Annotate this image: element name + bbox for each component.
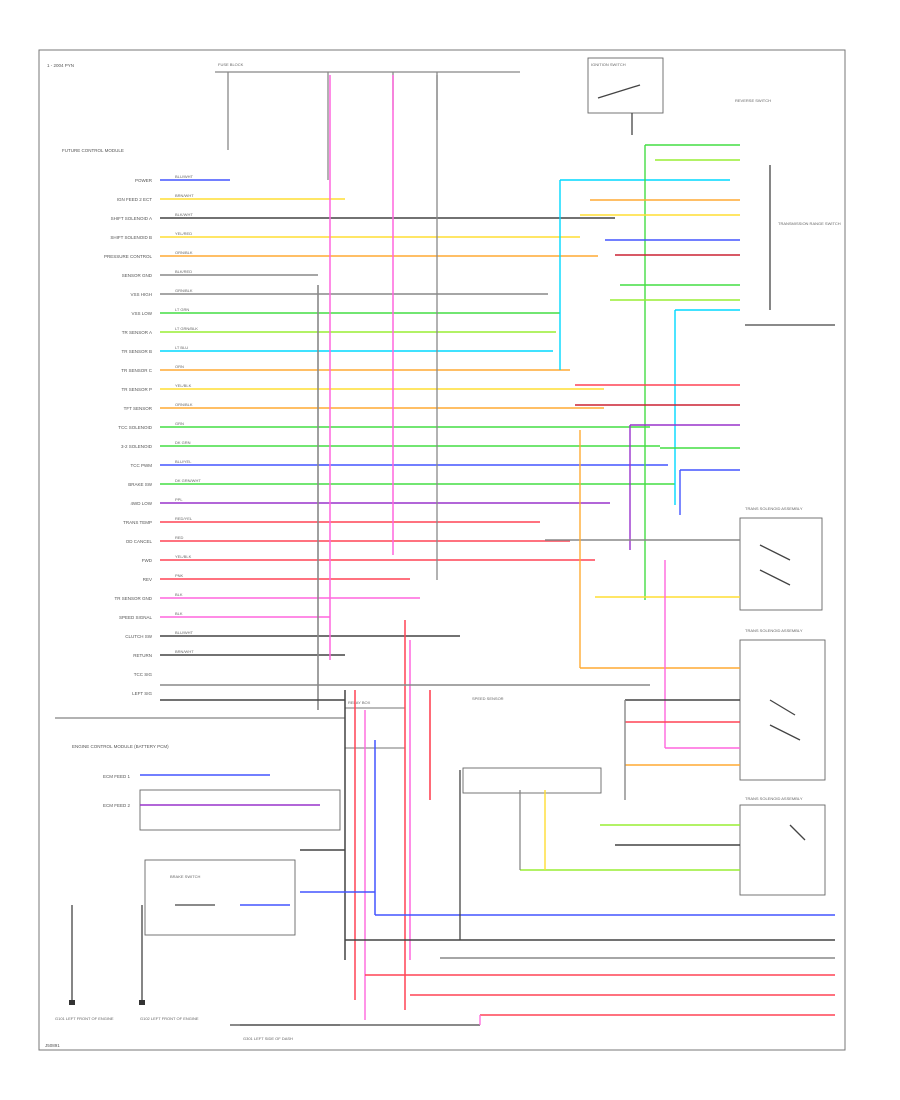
trans-solenoid-top: TRANS SOLENOID ASSEMBLY: [739, 506, 823, 611]
diagram-frame: [38, 49, 846, 1051]
svg-text:BRAKE SWITCH: BRAKE SWITCH: [170, 874, 201, 879]
wire-color-label: LT BLU: [175, 345, 188, 350]
pcm-pin-label: TCC SIG: [134, 672, 153, 677]
pcm-pin-label: 4WD LOW: [130, 501, 152, 506]
ground-right: G102 LEFT FRONT OF ENGINE: [139, 905, 199, 1021]
ecm-connector: [139, 789, 341, 831]
wire-color-label: PPL: [175, 497, 183, 502]
svg-text:IGNITION SWITCH: IGNITION SWITCH: [591, 62, 626, 67]
pcm-pin-label: FWD: [142, 558, 153, 563]
reverse-switch-label: REVERSE SWITCH: [735, 98, 771, 103]
pcm-pin-label: TR SENSOR A: [122, 330, 152, 335]
svg-text:TRANSMISSION RANGE SWITCH: TRANSMISSION RANGE SWITCH: [778, 221, 841, 226]
corner-label: 1 - 2004 PYN: [47, 63, 74, 68]
trans-range-switch: TRANSMISSION RANGE SWITCH: [745, 165, 841, 326]
ground-bottom: G301 LEFT SIDE OF DASH: [240, 1024, 340, 1041]
speed-sensor-box: SPEED SENSOR: [462, 696, 602, 794]
svg-text:RELAY BOX: RELAY BOX: [348, 700, 371, 705]
svg-text:TRANS SOLENOID ASSEMBLY: TRANS SOLENOID ASSEMBLY: [745, 506, 803, 511]
wire-color-label: LT GRN: [175, 307, 189, 312]
pcm-pin-label: SENSOR GND: [122, 273, 153, 278]
svg-text:G301 LEFT SIDE OF DASH: G301 LEFT SIDE OF DASH: [243, 1036, 293, 1041]
trans-solenoid-mid: TRANS SOLENOID ASSEMBLY: [739, 628, 826, 781]
pcm-pin-label: SHIFT SOLENOID B: [110, 235, 152, 240]
wire-color-label: BLK: [175, 592, 183, 597]
ecm-pin-label: ECM FEED 2: [103, 803, 131, 808]
pcm-pin-label: REV: [143, 577, 152, 582]
pcm-pin-label: CLUTCH SW: [125, 634, 153, 639]
pcm-pin-labels: POWER IGN FEED 2 ECT SHIFT SOLENOID A SHIFT…: [104, 178, 153, 696]
wire-color-label: RED: [175, 535, 184, 540]
footer-code: J50891: [45, 1043, 60, 1048]
wire-color-label: BLK/RED: [175, 269, 192, 274]
pcm-pin-label: TFT SENSOR: [124, 406, 153, 411]
pcm-label: FUTURE CONTROL MODULE: [62, 148, 124, 153]
wire-color-label: BLU/WHT: [175, 174, 194, 179]
pcm-pin-label: TR SENSOR B: [121, 349, 152, 354]
trans-solenoid-bot: TRANS SOLENOID ASSEMBLY: [739, 796, 826, 896]
wire-color-label: GRN/BLK: [175, 288, 193, 293]
pcm-pin-label: SPEED SIGNAL: [119, 615, 153, 620]
pcm-pin-label: TR SENSOR GND: [114, 596, 152, 601]
pcm-pin-label: PRESSURE CONTROL: [104, 254, 153, 259]
wire-color-label: BRN/WHT: [175, 193, 194, 198]
pcm-pin-label: TCC PWM: [131, 463, 153, 468]
wire-color-label: YEL/BLK: [175, 383, 192, 388]
wire-color-label: BLU/YEL: [175, 459, 192, 464]
svg-text:G102 LEFT FRONT OF ENGINE: G102 LEFT FRONT OF ENGINE: [140, 1016, 199, 1021]
pcm-pin-label: TCC SOLENOID: [118, 425, 153, 430]
fuse-box-label: FUSE BLOCK: [218, 62, 244, 67]
pcm-pin-label: RETURN: [133, 653, 152, 658]
pcm-pin-label: TR SENSOR P: [121, 387, 152, 392]
pcm-pin-label: 3-2 SOLENOID: [121, 444, 153, 449]
pcm-pin-label: VSS LOW: [131, 311, 152, 316]
wire-color-label: BLK: [175, 611, 183, 616]
wire-color-label: GRN: [175, 421, 184, 426]
wire-color-label: RED/YEL: [175, 516, 193, 521]
svg-text:G101 LEFT FRONT OF ENGINE: G101 LEFT FRONT OF ENGINE: [55, 1016, 114, 1021]
wire-color-label: ORN: [175, 364, 184, 369]
wire-color-label: PNK: [175, 573, 184, 578]
ignition-switch: IGNITION SWITCH: [587, 57, 664, 135]
wire-color-label: BLK/WHT: [175, 212, 193, 217]
svg-text:TRANS SOLENOID ASSEMBLY: TRANS SOLENOID ASSEMBLY: [745, 628, 803, 633]
pcm-pin-label: OD CANCEL: [126, 539, 153, 544]
pcm-pin-label: TR SENSOR C: [121, 368, 153, 373]
pcm-pin-label: BRAKE SW: [128, 482, 153, 487]
wire-color-label: YEL/RED: [175, 231, 192, 236]
svg-text:SPEED SENSOR: SPEED SENSOR: [472, 696, 504, 701]
ecm-pin-label: ECM FEED 1: [103, 774, 131, 779]
ecm-label: ENGINE CONTROL MODULE (BATTERY PCM): [72, 744, 169, 749]
svg-text:TRANS SOLENOID ASSEMBLY: TRANS SOLENOID ASSEMBLY: [745, 796, 803, 801]
ground-left: G101 LEFT FRONT OF ENGINE: [55, 905, 114, 1021]
wire-color-label: ORN/BLK: [175, 402, 193, 407]
wire-color-label: YEL/BLK: [175, 554, 192, 559]
brake-switch: BRAKE SWITCH: [144, 859, 296, 936]
wire-harness: BLU/WHT BRN/WHT BLK/WHT YEL/RED ORN/BLK BLK/R…: [140, 75, 835, 1026]
wire-color-label: LT GRN/BLK: [175, 326, 198, 331]
pcm-pin-label: POWER: [135, 178, 153, 183]
ecm-pin-labels: ECM FEED 1 ECM FEED 2: [103, 774, 131, 808]
wire-color-label: ORN/BLK: [175, 250, 193, 255]
wire-color-label: DK GRN: [175, 440, 191, 445]
wire-color-label: DK GRN/WHT: [175, 478, 201, 483]
pcm-pin-label: IGN FEED 2 ECT: [117, 197, 153, 202]
pcm-pin-label: LEFT SIG: [132, 691, 152, 696]
pcm-pin-label: TRANS TEMP: [123, 520, 152, 525]
fuse-junction-top: FUSE BLOCK: [215, 62, 520, 180]
pcm-pin-label: SHIFT SOLENOID A: [111, 216, 152, 221]
wire-color-label: BRN/WHT: [175, 649, 194, 654]
wire-color-label: BLU/WHT: [175, 630, 194, 635]
pcm-pin-label: VSS HIGH: [130, 292, 152, 297]
